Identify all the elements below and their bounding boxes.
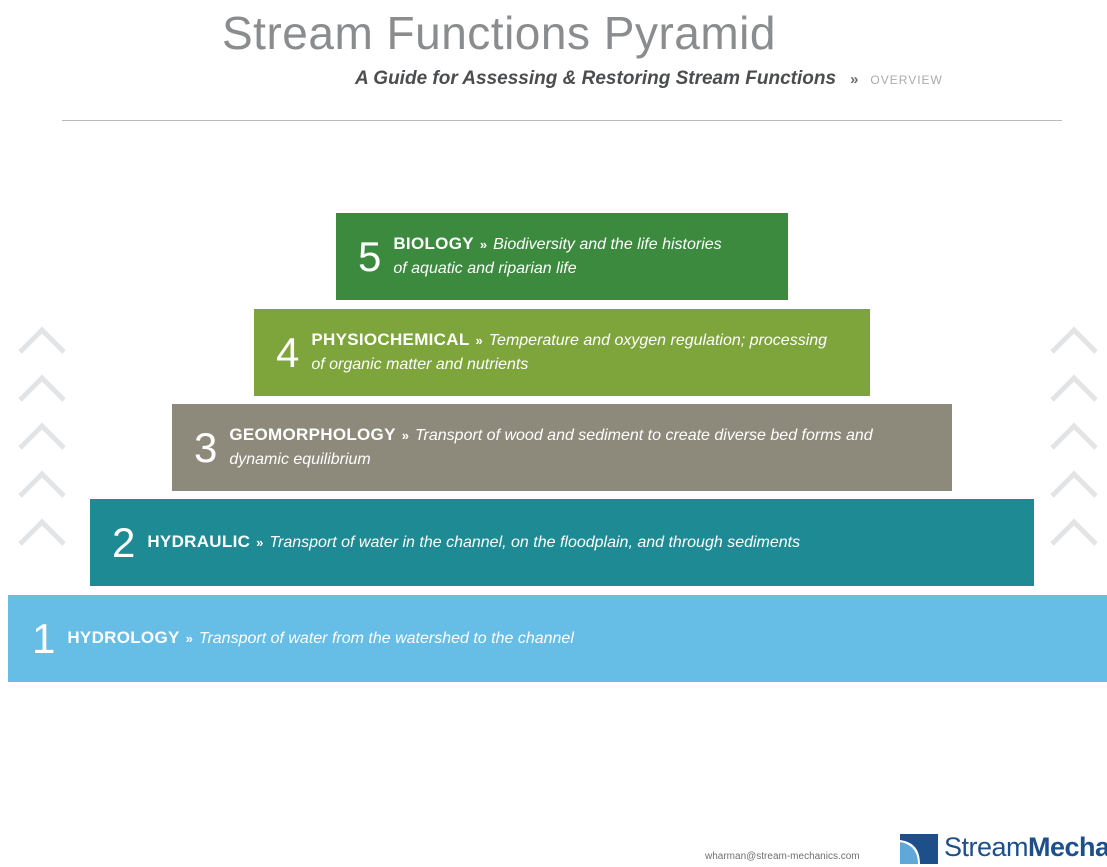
logo-text: StreamMechanic	[944, 832, 1107, 863]
pyramid-tier-physiochemical: 4 PHYSIOCHEMICAL »Temperature and oxygen …	[254, 309, 870, 396]
header-divider	[62, 120, 1062, 121]
pyramid-tier-hydrology: 1 HYDROLOGY » Transport of water from the …	[8, 595, 1107, 682]
pyramid-tier-biology: 5 BIOLOGY »Biodiversity and the life hist…	[336, 213, 788, 300]
logo-text-bold: Mechanic	[1028, 832, 1107, 862]
tier-description: Temperature and oxygen regulation; proce…	[311, 332, 828, 373]
tier-separator: »	[479, 237, 488, 252]
page-title: Stream Functions Pyramid	[222, 7, 776, 59]
contact-email: wharman@stream-mechanics.com	[705, 851, 860, 862]
tier-name: GEOMORPHOLOGY	[229, 425, 396, 444]
tier-name: HYDROLOGY	[67, 628, 180, 647]
tier-number: 5	[358, 232, 382, 280]
tier-name: BIOLOGY	[393, 234, 474, 253]
tier-separator: »	[185, 631, 193, 646]
tier-text: HYDRAULIC » Transport of water in the chan…	[147, 530, 800, 555]
tier-separator: »	[256, 535, 264, 550]
tier-name: HYDRAULIC	[147, 532, 251, 551]
pyramid-tier-hydraulic: 2 HYDRAULIC » Transport of water in the ch…	[90, 499, 1034, 586]
subtitle: A Guide for Assessing & Restoring Stream…	[355, 68, 837, 89]
subtitle-row: A Guide for Assessing & Restoring Stream…	[355, 68, 943, 90]
logo-text-regular: Stream	[944, 832, 1029, 862]
tier-description: Transport of water in the channel, on th…	[269, 534, 801, 551]
tier-number: 1	[32, 614, 56, 662]
stream-mechanics-logo: StreamMechanic	[898, 828, 1107, 867]
tier-separator: »	[401, 428, 409, 443]
tier-text: PHYSIOCHEMICAL »Temperature and oxygen re…	[311, 328, 831, 377]
chevron-up-stack-icon	[12, 318, 72, 578]
tier-text: HYDROLOGY » Transport of water from the wa…	[67, 626, 574, 651]
pyramid-tier-geomorphology: 3 GEOMORPHOLOGY »Transport of wood and se…	[172, 404, 952, 491]
tier-description: Transport of wood and sediment to create…	[229, 427, 873, 468]
chevron-up-stack-icon	[1044, 318, 1104, 578]
tier-text: BIOLOGY »Biodiversity and the life histor…	[393, 232, 723, 281]
logo-mark-icon	[900, 833, 938, 864]
tier-description: Transport of water from the watershed to…	[198, 630, 574, 647]
tier-number: 2	[112, 518, 136, 566]
subtitle-separator: »	[850, 71, 859, 88]
tier-number: 4	[276, 328, 300, 376]
tier-name: PHYSIOCHEMICAL	[311, 330, 470, 349]
tier-text: GEOMORPHOLOGY »Transport of wood and sedi…	[229, 423, 909, 472]
section-label: OVERVIEW	[870, 73, 943, 87]
tier-description: Biodiversity and the life histories of a…	[393, 236, 722, 277]
tier-number: 3	[194, 423, 218, 471]
tier-separator: »	[475, 333, 483, 348]
